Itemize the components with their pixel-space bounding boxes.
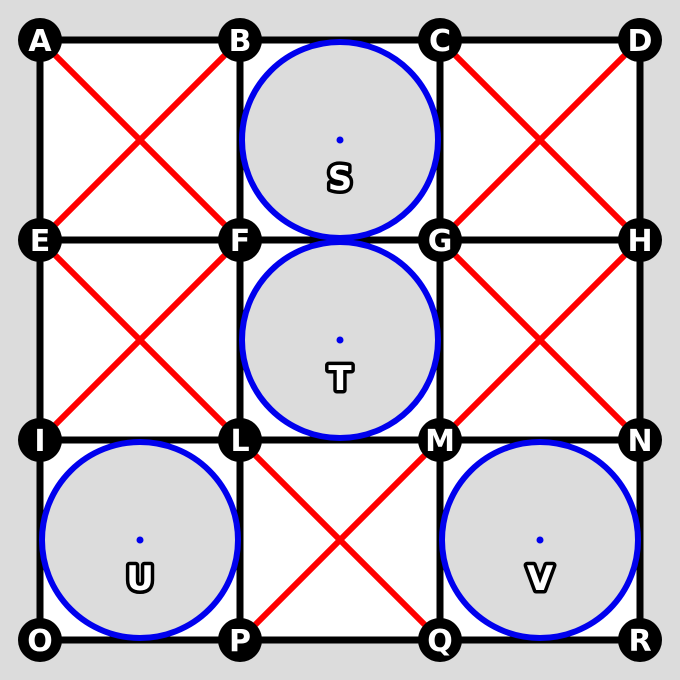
- node-O-label: O: [27, 624, 53, 659]
- node-B-label: B: [229, 24, 252, 59]
- node-R: R: [618, 618, 662, 662]
- node-D-label: D: [628, 24, 653, 59]
- inscribed-circles: S T U V: [39, 39, 641, 641]
- cross-cell-A-F: [37, 37, 243, 243]
- node-P-label: P: [229, 624, 251, 659]
- node-D: D: [618, 18, 662, 62]
- node-N-label: N: [627, 424, 652, 459]
- node-M-label: M: [425, 424, 455, 459]
- circle-S: S: [239, 39, 441, 241]
- circle-U-center: [136, 536, 144, 544]
- node-H-label: H: [627, 224, 652, 259]
- circle-U-label: U: [126, 559, 154, 599]
- circle-V-center: [536, 536, 544, 544]
- circle-V-label: V: [527, 559, 554, 599]
- circle-S-label: S: [328, 159, 353, 199]
- node-L: L: [218, 418, 262, 462]
- node-Q-label: Q: [427, 624, 453, 659]
- node-M: M: [418, 418, 462, 462]
- node-N: N: [618, 418, 662, 462]
- node-G-label: G: [428, 224, 453, 259]
- node-G: G: [418, 218, 462, 262]
- cross-cell-G-N: [437, 237, 643, 443]
- cross-cell-C-H: [437, 37, 643, 243]
- node-O: O: [18, 618, 62, 662]
- node-I-label: I: [34, 424, 45, 459]
- node-E: E: [18, 218, 62, 262]
- node-F: F: [218, 218, 262, 262]
- cross-cell-E-L: [37, 237, 243, 443]
- circle-T: T: [239, 239, 441, 441]
- node-C-label: C: [429, 24, 451, 59]
- node-L-label: L: [230, 424, 249, 459]
- circle-V: V: [439, 439, 641, 641]
- circle-T-center: [336, 336, 344, 344]
- node-F-label: F: [230, 224, 251, 259]
- node-A-label: A: [28, 24, 52, 59]
- cell-crosses: [37, 37, 643, 643]
- circle-S-center: [336, 136, 344, 144]
- cross-cell-L-Q: [237, 437, 443, 643]
- node-E-label: E: [30, 224, 51, 259]
- circle-U: U: [39, 439, 241, 641]
- circle-T-label: T: [328, 359, 352, 399]
- vertex-nodes: A B C D E F G H I L M N O P Q R: [18, 18, 662, 662]
- node-H: H: [618, 218, 662, 262]
- node-A: A: [18, 18, 62, 62]
- node-R-label: R: [628, 624, 651, 659]
- node-B: B: [218, 18, 262, 62]
- node-Q: Q: [418, 618, 462, 662]
- node-I: I: [18, 418, 62, 462]
- node-C: C: [418, 18, 462, 62]
- node-P: P: [218, 618, 262, 662]
